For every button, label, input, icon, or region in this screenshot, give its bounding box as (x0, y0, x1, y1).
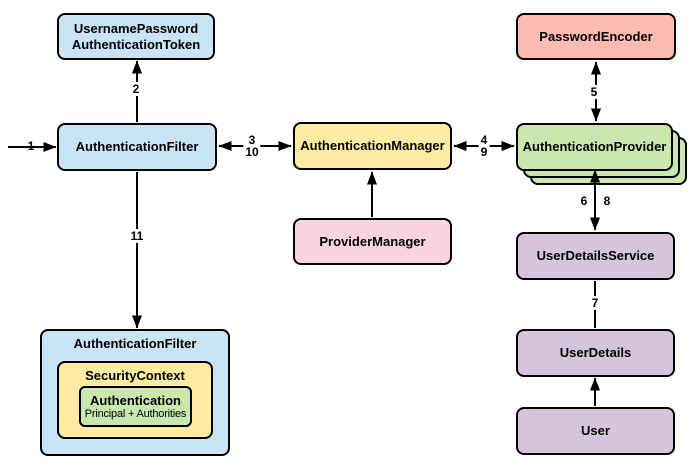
edge-label-3: 3 (248, 133, 256, 147)
edge-label-1: 1 (27, 139, 35, 153)
node-authentication-manager: AuthenticationManager (293, 122, 452, 170)
node-authentication-filter-context: AuthenticationFilter SecurityContext Aut… (40, 329, 230, 456)
node-security-context: SecurityContext Authentication Principal… (57, 361, 213, 439)
filter-context-label: AuthenticationFilter (73, 336, 197, 351)
node-authentication-provider: AuthenticationProvider (516, 123, 673, 171)
edge-label-4-9: 4 9 (478, 133, 490, 159)
authentication-sublabel: Principal + Authorities (84, 407, 187, 420)
edge-label-4: 4 (480, 133, 488, 147)
edge-label-6: 6 (578, 194, 590, 208)
edge-label-7: 7 (589, 296, 601, 310)
edge-label-5: 5 (588, 85, 600, 99)
node-authentication-filter: AuthenticationFilter (57, 123, 217, 171)
edge-label-8: 8 (601, 194, 613, 208)
node-password-encoder: PasswordEncoder (516, 13, 676, 60)
node-username-password-authentication-token: UsernamePassword AuthenticationToken (57, 13, 215, 60)
edge-label-10: 10 (245, 145, 259, 159)
node-authentication: Authentication Principal + Authorities (79, 386, 192, 427)
edge-label-9: 9 (480, 145, 488, 159)
edge-label-11: 11 (128, 229, 146, 243)
node-provider-manager: ProviderManager (293, 218, 452, 265)
authentication-label: Authentication (90, 392, 181, 408)
security-context-label: SecurityContext (85, 368, 185, 383)
edge-label-2: 2 (130, 82, 142, 96)
node-user-details-service: UserDetailsService (516, 232, 675, 280)
edge-label-3-10: 3 10 (243, 133, 261, 159)
node-user-details: UserDetails (516, 329, 675, 377)
node-user: User (516, 407, 675, 455)
